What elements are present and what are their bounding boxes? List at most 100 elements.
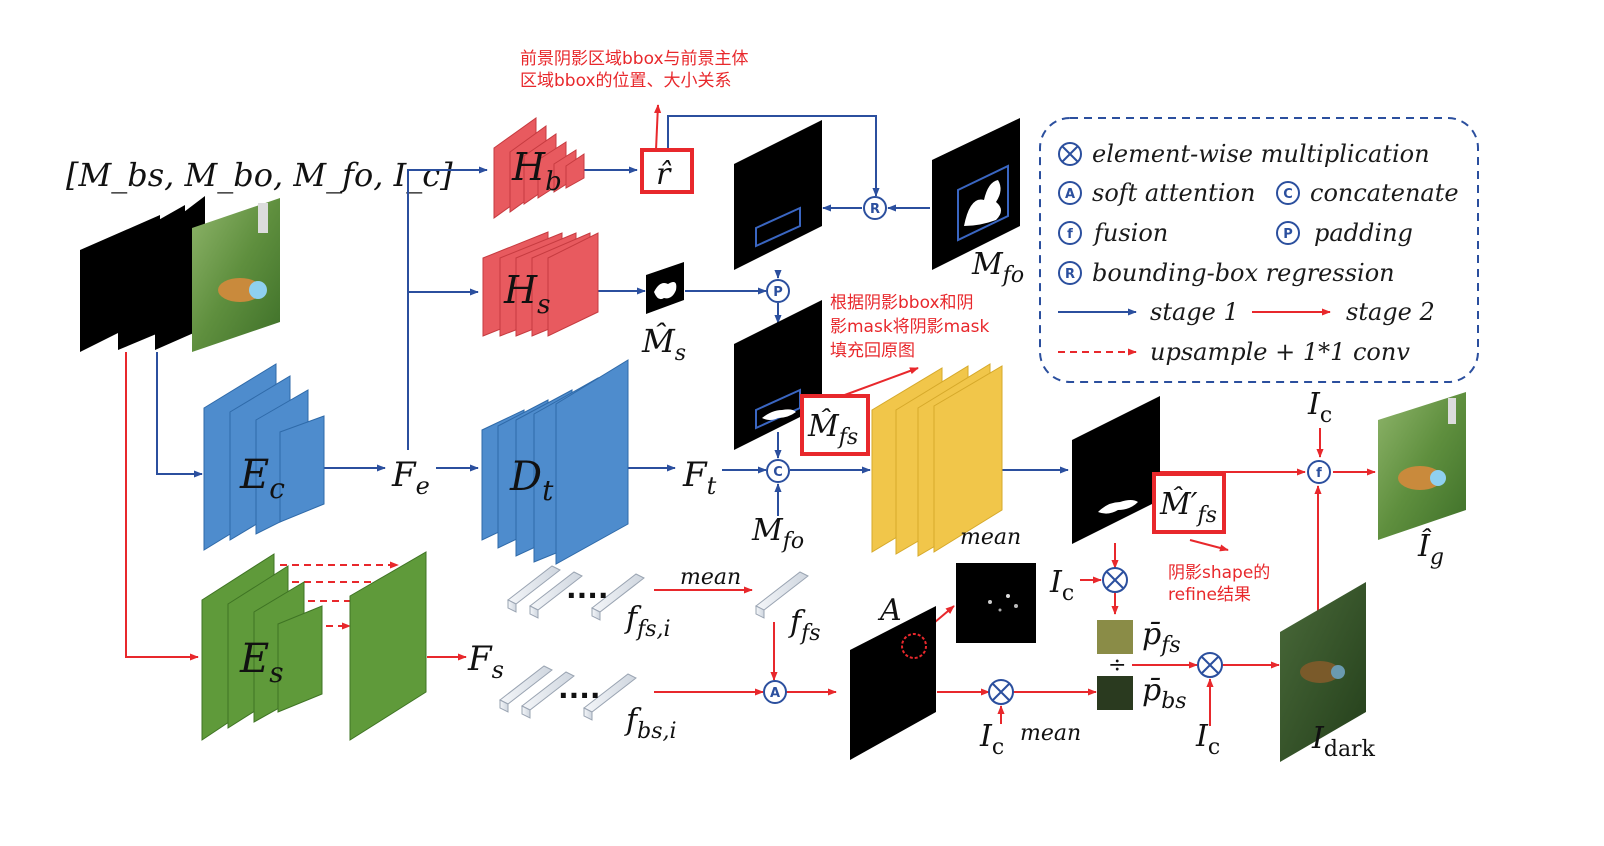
fe-label: F [391,455,417,495]
svg-text:Ec: Ec [239,452,285,505]
svg-text:Hb: Hb [511,145,562,197]
fe-sub: e [416,472,430,500]
svg-text:p̄fs: p̄fs [1142,617,1181,658]
ffs-sub: fs [799,621,820,646]
pfs-sub: fs [1159,633,1180,658]
pbs-sub: bs [1161,689,1186,714]
dt-label: D [509,454,542,500]
ic-sub-4: c [1320,403,1332,428]
svg-text:Hs: Hs [503,268,550,320]
legend-stage2-label: stage 2 [1346,298,1435,326]
svg-text:Mfo: Mfo [971,247,1024,288]
svg-text:M̂fs: M̂fs [807,409,858,450]
note-3-line-2: refine结果 [1168,585,1251,605]
stage2-arrows [125,104,1376,726]
pfs-label: p̄ [1142,617,1161,652]
note-2-line-3: 填充回原图 [830,341,915,361]
ec-label: E [239,452,269,498]
pfs-swatch [1097,620,1133,654]
svg-text:f: f [1067,227,1073,242]
mfo-mask [932,118,1020,270]
svg-text:ffs,i: ffs,i [624,601,671,642]
fs-label: F [467,639,493,679]
ig-sub: g [1430,545,1444,570]
note-2-line-2: 影mask将阴影mask [830,317,990,337]
svg-text:Ic: Ic [1049,565,1074,606]
attention-map [850,606,936,760]
mfo-sub: fo [1001,263,1024,288]
ffsi-sub: fs,i [635,617,670,642]
op-C-circle: C [766,459,790,483]
legend-fusion-label: fusion [1092,219,1168,247]
svg-text:fbs,i: fbs,i [624,703,677,744]
mfs-prime-label: M̂′ [1159,487,1198,522]
divide-sign: ÷ [1108,653,1126,678]
legend-bbox-icon: R [1058,261,1082,285]
ec-block [203,363,325,551]
svg-text:Îg: Îg [1417,528,1444,570]
ms-hat-mask [646,262,684,314]
legend-att-label: soft attention [1092,179,1255,207]
idark-sub: dark [1324,737,1376,762]
hs-sub: s [537,290,550,320]
svg-text:C: C [773,465,783,480]
hb-label: H [511,145,546,189]
attention-zoom [956,563,1036,643]
r-hat-box [640,148,694,194]
svg-text:M̂′fs: M̂′fs [1159,487,1217,528]
dark-image [1280,582,1366,762]
legend-mult-label: element-wise multiplication [1092,140,1430,168]
op-multiply-circle-1 [1102,567,1128,593]
hb-sub: b [545,167,562,197]
svg-text:f: f [1316,466,1322,481]
mfs-prime-box [1152,472,1226,534]
hb-block [493,117,585,219]
svg-text:C: C [1283,187,1293,202]
input-image-photo [192,198,280,352]
svg-text:R: R [1065,267,1075,282]
svg-text:Ic: Ic [1195,719,1220,760]
svg-text:P: P [1283,227,1293,242]
svg-text:P: P [773,285,783,300]
ec-sub: c [269,472,285,505]
legend-bbox-label: bounding-box regression [1092,259,1395,287]
svg-text:Ic: Ic [1307,387,1332,428]
ic-sub-3: c [1208,735,1220,760]
stage1-arrows [156,115,1069,516]
legend-stage1-label: stage 1 [1150,298,1239,326]
note-1-line-1: 前景阴影区域bbox与前景主体 [520,49,749,69]
ic-label-3: I [1195,719,1209,754]
hs-block [482,231,599,337]
es-label: E [239,636,269,682]
note-2-line-1: 根据阴影bbox和阴 [830,293,974,313]
mfs-hat-box [800,394,870,456]
op-f-circle: f [1307,460,1331,484]
ig-label: Î [1417,528,1432,564]
legend-fusion-icon: f [1058,221,1082,245]
op-multiply-circle-2 [988,679,1014,705]
svg-text:M̂s: M̂s [641,322,686,366]
svg-text:Ic: Ic [979,719,1004,760]
svg-text:A: A [1065,187,1075,202]
A-label: A [877,593,902,628]
ic-sub-1: c [1062,581,1074,606]
mfo-label: M [971,247,1004,282]
ic-label-4: I [1307,387,1321,422]
mfs-hat-label: M̂ [807,409,840,444]
mean-label-1: mean [960,525,1021,550]
pbs-swatch [1097,676,1133,710]
es-block [201,551,427,741]
fs-sub: s [492,656,504,684]
idark-label: I [1311,721,1325,756]
refined-mask [1072,396,1160,544]
fs-feature-bars [507,565,809,621]
input-stack [80,196,280,352]
legend-upsample-label: upsample + 1*1 conv [1150,338,1410,366]
svg-text:ffs: ffs [788,605,821,646]
svg-text:Ft: Ft [682,455,717,500]
svg-text:Es: Es [239,636,284,689]
bbox-mask [734,120,822,270]
legend-padding-label: padding [1314,219,1413,247]
svg-text:p̄bs: p̄bs [1142,673,1187,714]
